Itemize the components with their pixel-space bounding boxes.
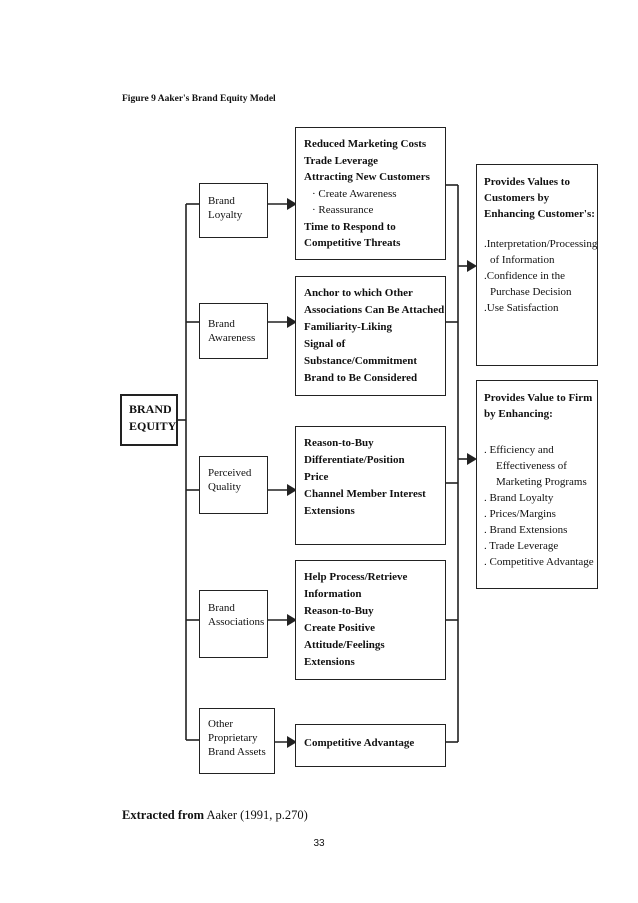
- benefit-line: Create Positive: [304, 622, 375, 634]
- benefit-line: Signal of: [304, 338, 346, 350]
- outcome-item: . Competitive Advantage: [484, 556, 594, 568]
- outcome-heading-line: Customers by: [484, 192, 550, 204]
- benefit-line: Extensions: [304, 505, 355, 517]
- benefit-line: Reason-to-Buy: [304, 437, 374, 449]
- figure-caption: Figure 9 Aaker's Brand Equity Model: [122, 94, 276, 104]
- benefit-line: Brand to Be Considered: [304, 372, 418, 384]
- outcome-item: .Interpretation/Processing: [484, 238, 598, 250]
- benefit-line: Substance/Commitment: [304, 355, 418, 367]
- brand-equity-box: BRAND EQUITY: [120, 394, 178, 446]
- dimension-label-line: Loyalty: [208, 209, 243, 221]
- dimension-label-line: Awareness: [208, 332, 256, 344]
- benefit-box-quality: Reason-to-Buy Differentiate/Position Pri…: [295, 426, 446, 545]
- benefit-box-other-assets: Competitive Advantage: [295, 724, 446, 767]
- dimension-brand-loyalty: Brand Loyalty: [199, 183, 268, 238]
- dimension-label-line: Quality: [208, 481, 241, 493]
- root-label-line: EQUITY: [129, 419, 177, 433]
- benefit-line: Channel Member Interest: [304, 488, 426, 500]
- citation-prefix: Extracted from: [122, 808, 205, 822]
- benefit-line: Competitive Advantage: [304, 737, 415, 749]
- benefit-line: Familiarity-Liking: [304, 321, 392, 333]
- dimension-perceived-quality: Perceived Quality: [199, 456, 268, 514]
- outcome-heading-line: Provides Values to: [484, 176, 570, 188]
- outcome-item: . Prices/Margins: [484, 508, 556, 520]
- benefit-line: Competitive Threats: [304, 237, 401, 249]
- benefit-subline: · Reassurance: [312, 204, 374, 216]
- dimension-label-line: Brand: [208, 195, 235, 207]
- outcome-item: .Confidence in the: [484, 270, 565, 282]
- benefit-line: Reduced Marketing Costs: [304, 138, 427, 150]
- outcome-item: Effectiveness of: [496, 460, 567, 472]
- dimension-other-proprietary-brand-assets: Other Proprietary Brand Assets: [199, 708, 275, 774]
- benefit-line: Time to Respond to: [304, 220, 396, 233]
- outcome-heading-line: Enhancing Customer's:: [484, 208, 595, 220]
- dimension-label-line: Other: [208, 718, 234, 730]
- outcome-heading-line: by Enhancing:: [484, 408, 553, 420]
- citation-reference: Aaker (1991, p.270): [206, 808, 308, 822]
- source-citation: Extracted from Aaker (1991, p.270): [122, 808, 308, 823]
- outcome-box-firm: Provides Value to Firm by Enhancing: . E…: [476, 380, 598, 589]
- outcome-item: . Trade Leverage: [484, 540, 559, 552]
- benefit-line: Trade Leverage: [304, 154, 379, 167]
- benefit-box-associations: Help Process/Retrieve Information Reason…: [295, 560, 446, 680]
- dimension-brand-associations: Brand Associations: [199, 590, 268, 658]
- benefit-line: Attitude/Feelings: [304, 639, 385, 651]
- outcome-box-customers: Provides Values to Customers by Enhancin…: [476, 164, 598, 366]
- benefit-line: Attracting New Customers: [304, 171, 430, 183]
- benefit-line: Information: [304, 588, 362, 600]
- benefit-subline: · Create Awareness: [312, 187, 397, 200]
- dimension-label-line: Proprietary: [208, 732, 258, 744]
- benefit-line: Help Process/Retrieve: [304, 571, 408, 583]
- outcome-item: . Efficiency and: [484, 444, 554, 456]
- benefit-line: Reason-to-Buy: [304, 605, 374, 617]
- benefit-box-awareness: Anchor to which Other Associations Can B…: [295, 276, 446, 396]
- dimension-label-line: Brand: [208, 318, 235, 330]
- dimension-label-line: Associations: [208, 616, 265, 628]
- benefit-line: Anchor to which Other: [304, 287, 413, 299]
- dimension-label-line: Brand Assets: [208, 746, 266, 758]
- outcome-item: Purchase Decision: [490, 286, 572, 298]
- dimension-label-line: Perceived: [208, 467, 252, 479]
- outcome-item: Marketing Programs: [496, 476, 587, 488]
- outcome-item: . Brand Extensions: [484, 524, 568, 536]
- outcome-heading-line: Provides Value to Firm: [484, 392, 593, 404]
- benefit-line: Price: [304, 471, 329, 483]
- outcome-item: . Brand Loyalty: [484, 492, 554, 504]
- dimension-brand-awareness: Brand Awareness: [199, 303, 268, 359]
- outcome-item: of Information: [490, 254, 555, 266]
- benefit-line: Differentiate/Position: [304, 454, 405, 466]
- benefit-line: Extensions: [304, 656, 355, 668]
- root-label-line: BRAND: [129, 402, 172, 416]
- benefit-box-loyalty: Reduced Marketing Costs Trade Leverage A…: [295, 127, 446, 260]
- page-number: 33: [313, 838, 325, 849]
- outcome-item: .Use Satisfaction: [484, 302, 559, 314]
- dimension-label-line: Brand: [208, 602, 235, 614]
- benefit-line: Associations Can Be Attached: [304, 304, 445, 316]
